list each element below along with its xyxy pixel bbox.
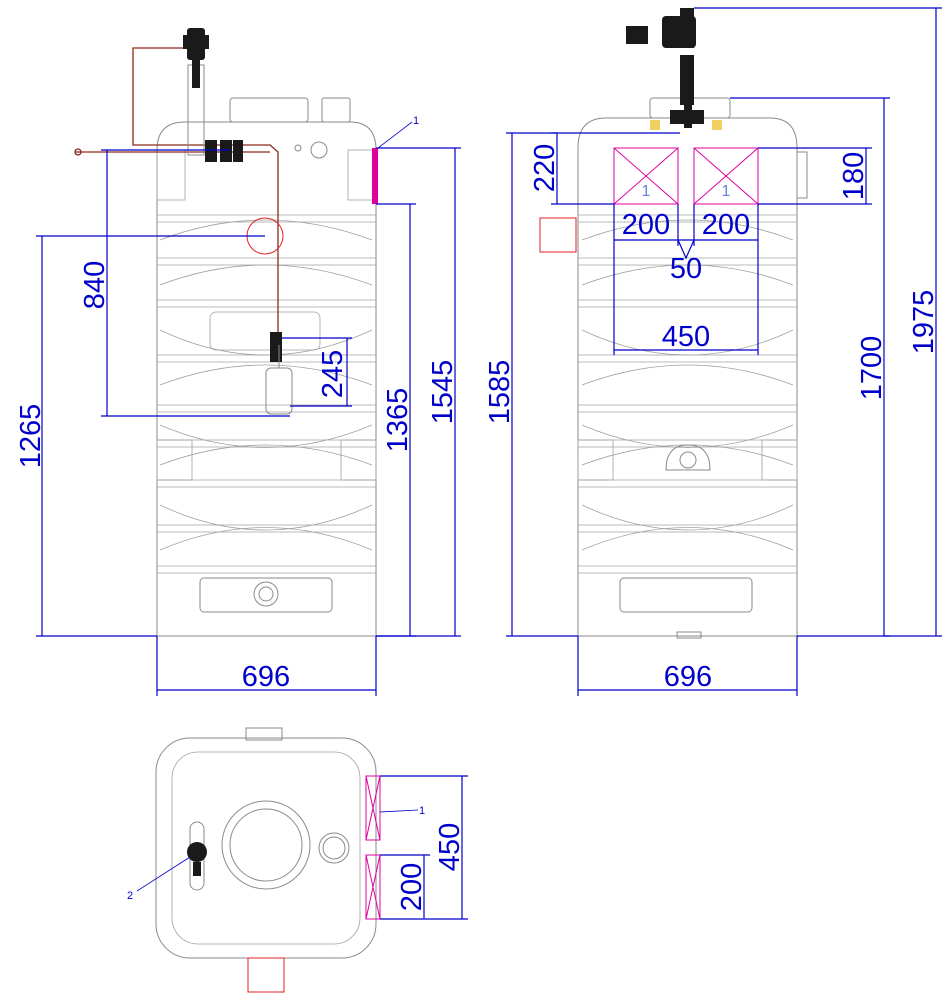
dim-180: 180 [838, 152, 870, 200]
box-label-left: 1 [642, 183, 651, 200]
dim-1545: 1545 [427, 360, 459, 425]
dim-1365: 1365 [382, 388, 414, 453]
dim-200-left: 200 [622, 209, 670, 241]
dim-1700: 1700 [856, 336, 888, 401]
dim-200-right: 200 [702, 209, 750, 241]
dim-1585: 1585 [484, 360, 516, 425]
dim-1265: 1265 [15, 404, 47, 469]
front-view: 1265 840 245 1365 1545 696 1 [15, 28, 461, 696]
dim-220: 220 [529, 144, 561, 192]
dim-696-side: 696 [664, 661, 712, 693]
top-view: 450 200 1 2 [127, 727, 468, 993]
dim-245: 245 [317, 350, 349, 398]
side-view: 1 1 220 180 200 200 50 450 1585 1 [484, 7, 942, 696]
callout-1-top: 1 [419, 805, 425, 817]
dim-200-top: 200 [396, 863, 428, 911]
callout-1-front: 1 [413, 115, 419, 127]
box-label-right: 1 [722, 183, 731, 200]
dim-450-top: 450 [434, 823, 466, 871]
dim-696-front: 696 [242, 661, 290, 693]
dim-1975: 1975 [908, 290, 940, 355]
callout-2-top: 2 [127, 890, 133, 902]
dim-450-side: 450 [662, 321, 710, 353]
dim-840: 840 [79, 261, 111, 309]
